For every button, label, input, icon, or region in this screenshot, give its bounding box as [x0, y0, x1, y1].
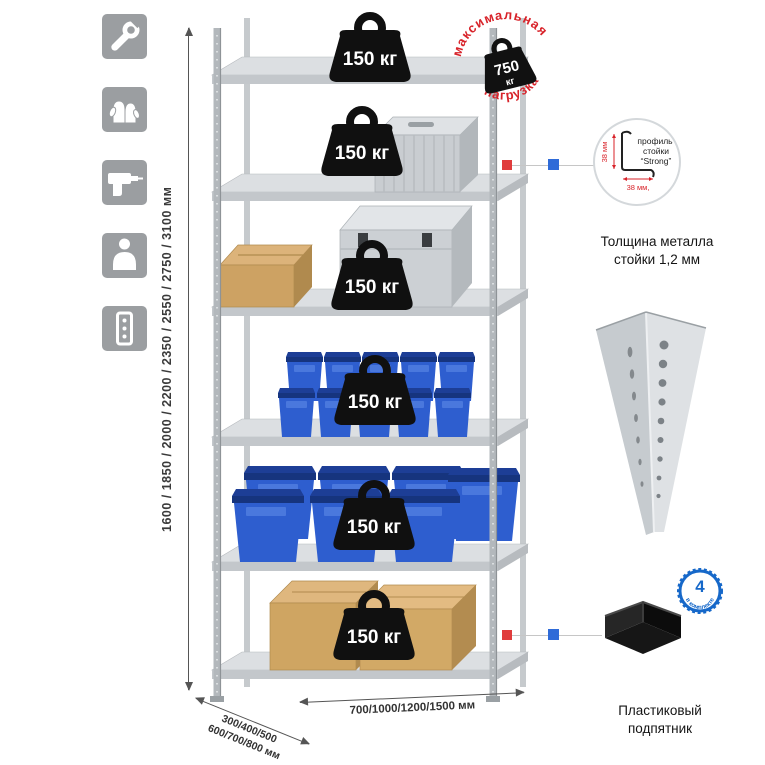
metal-box — [339, 205, 473, 308]
marker-blue-bottom — [548, 629, 559, 640]
profile-label-1: профиль — [637, 136, 673, 146]
profile-caption-line1: Толщина металла — [600, 234, 714, 249]
profile-cross-section — [621, 130, 655, 178]
height-dimension-label: 1600 / 1850 / 2000 / 2200 / 2350 / 2550 … — [160, 186, 174, 532]
marker-red-bottom — [502, 630, 512, 640]
plastic-foot-image — [604, 600, 682, 654]
gloves-icon — [102, 87, 147, 132]
angle-post-image — [595, 311, 707, 535]
max-load-stamp: максимальная нагрузка 750 кг — [434, 0, 577, 137]
stamp-value: 750 — [493, 57, 521, 80]
drill-icon — [102, 160, 147, 205]
foot-caption-line1: Пластиковый — [618, 703, 702, 718]
marker-blue-top — [548, 159, 559, 170]
person-icon — [102, 233, 147, 278]
profile-caption: Толщина металла стойки 1,2 мм — [577, 233, 737, 269]
shelf-load-weight: 150 кг — [306, 106, 418, 182]
rack-front-post — [486, 28, 500, 702]
included-count-badge: 4 в комплекте — [677, 568, 723, 614]
load-label: 150 кг — [335, 143, 389, 164]
height-dimension-line — [184, 27, 193, 691]
load-label: 150 кг — [345, 277, 399, 298]
rack-post-icon — [102, 306, 147, 351]
profile-caption-line2: стойки 1,2 мм — [613, 251, 701, 267]
cardboard-box — [219, 244, 313, 308]
profile-label-3: “Strong” — [641, 156, 672, 166]
load-label: 150 кг — [348, 392, 402, 413]
profile-label-2: стойки — [643, 146, 669, 156]
shelf-load-weight: 150 кг — [318, 590, 430, 666]
foot-caption: Пластиковый подпятник — [585, 702, 735, 738]
rack-front-post — [210, 28, 224, 702]
profile-dim-horizontal: 38 мм, — [627, 183, 650, 192]
wrench-icon — [102, 14, 147, 59]
profile-dim-vertical: 38 мм — [600, 142, 609, 163]
load-label: 150 кг — [343, 49, 397, 70]
shelf-load-weight: 150 кг — [314, 12, 426, 88]
marker-red-top — [502, 160, 512, 170]
load-label: 150 кг — [347, 627, 401, 648]
badge-number: 4 — [695, 577, 705, 596]
shelf-load-weight: 150 кг — [319, 355, 431, 431]
stamp-unit: кг — [505, 76, 516, 89]
profile-callout: 38 мм 38 мм, профиль стойки “Strong” — [593, 118, 681, 206]
shelf-load-weight: 150 кг — [318, 480, 430, 556]
foot-caption-line2: подпятник — [627, 720, 693, 736]
load-label: 150 кг — [347, 517, 401, 538]
shelf-load-weight: 150 кг — [316, 240, 428, 316]
